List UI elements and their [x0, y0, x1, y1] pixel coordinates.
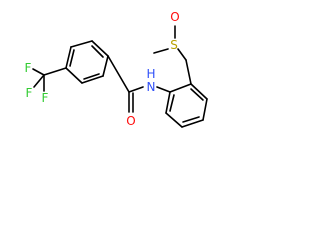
bond [185, 59, 192, 85]
bond [190, 83, 208, 100]
bond [91, 40, 109, 57]
bond [202, 98, 208, 121]
bond [102, 55, 109, 77]
bond [32, 68, 45, 76]
bond [169, 94, 175, 112]
bond [33, 74, 45, 88]
svg-text:F: F [25, 61, 32, 75]
bond [177, 48, 187, 61]
svg-text:O: O [170, 10, 179, 24]
bond [165, 91, 171, 114]
atom-fluorine: F [26, 86, 33, 100]
atom-fluorine: F [25, 61, 32, 75]
bond [190, 88, 204, 101]
svg-text:F: F [42, 91, 49, 105]
svg-text:O: O [126, 114, 135, 128]
atom-sulfoxide-oxygen: O [170, 10, 179, 24]
bond [81, 75, 104, 84]
bond [169, 83, 192, 93]
bond [65, 67, 83, 84]
svg-text:N: N [147, 80, 156, 94]
molecule-diagram: F F F O N H S O [25, 10, 208, 128]
bond [181, 119, 204, 128]
bond [128, 86, 144, 93]
atom-nitrogen: N [147, 80, 156, 94]
bond [65, 46, 72, 69]
atom-amide-hydrogen: H [146, 67, 155, 81]
svg-text:H: H [146, 67, 155, 81]
bond [182, 116, 200, 123]
atom-fluorine: F [42, 91, 49, 105]
bond [69, 49, 75, 67]
bond [165, 112, 183, 128]
bond [156, 86, 171, 93]
atom-carbonyl-oxygen: O [126, 114, 135, 128]
svg-text:S: S [170, 38, 178, 52]
bond [107, 55, 130, 93]
atom-label-layer: F F F O N H S O [25, 10, 180, 128]
bond [83, 73, 100, 80]
bond-layer [32, 25, 208, 128]
bond [70, 40, 93, 48]
bond [91, 45, 104, 58]
bond [153, 48, 169, 54]
bond [43, 67, 67, 76]
svg-text:F: F [26, 86, 33, 100]
atom-sulfur: S [170, 38, 178, 52]
